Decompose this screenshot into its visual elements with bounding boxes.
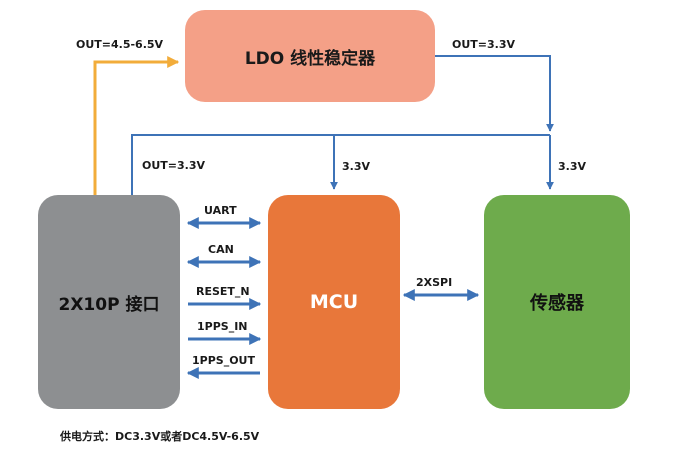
- ldo-block: LDO 线性稳定器: [185, 10, 435, 102]
- sensor-power-label: 3.3V: [558, 160, 586, 173]
- sensor-block: 传感器: [484, 195, 630, 409]
- pps-out-label: 1PPS_OUT: [192, 354, 255, 367]
- connector-label: 2X10P 接口: [58, 294, 160, 315]
- mcu-block: MCU: [268, 195, 400, 409]
- can-label: CAN: [208, 243, 234, 256]
- reset-label: RESET_N: [196, 285, 250, 298]
- spi-label: 2XSPI: [416, 276, 453, 289]
- sensor-label: 传感器: [530, 293, 584, 314]
- power-input-label: OUT=4.5-6.5V: [76, 38, 164, 51]
- power-supply-note: 供电方式：DC3.3V或者DC4.5V-6.5V: [60, 430, 260, 443]
- ldo-output-line: [435, 55, 554, 132]
- connector-block: 2X10P 接口: [38, 195, 180, 409]
- ldo-output-label: OUT=3.3V: [452, 38, 516, 51]
- pps-in-label: 1PPS_IN: [197, 320, 248, 333]
- connector-output-label: OUT=3.3V: [142, 159, 206, 172]
- mcu-label: MCU: [309, 291, 359, 313]
- uart-label: UART: [204, 204, 237, 217]
- mcu-power-label: 3.3V: [342, 160, 370, 173]
- power-rail-line: [131, 134, 550, 195]
- power-input-line: [93, 56, 180, 195]
- ldo-label: LDO 线性稳定器: [244, 48, 376, 69]
